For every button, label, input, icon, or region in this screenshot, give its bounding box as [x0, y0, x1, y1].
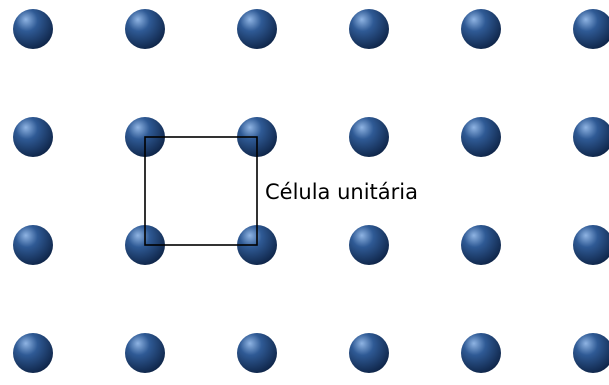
atom	[349, 9, 389, 49]
atom	[125, 333, 165, 373]
atom	[461, 117, 501, 157]
atom	[349, 333, 389, 373]
atom	[237, 333, 277, 373]
atom	[573, 225, 609, 265]
atom	[573, 9, 609, 49]
atom	[461, 225, 501, 265]
atom	[237, 9, 277, 49]
atom	[125, 9, 165, 49]
atom	[349, 117, 389, 157]
unit-cell-label: Célula unitária	[265, 180, 418, 204]
atom	[461, 9, 501, 49]
atom	[573, 117, 609, 157]
atom	[13, 333, 53, 373]
atom	[13, 117, 53, 157]
atom	[349, 225, 389, 265]
unit-cell-outline	[144, 136, 258, 246]
atom	[573, 333, 609, 373]
atom	[461, 333, 501, 373]
atom	[13, 225, 53, 265]
atom	[13, 9, 53, 49]
